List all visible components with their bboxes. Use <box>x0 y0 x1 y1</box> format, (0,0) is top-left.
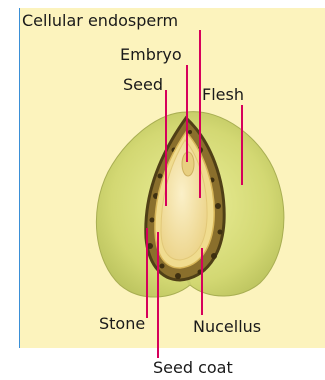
label-embryo: Embryo <box>120 46 182 64</box>
label-seed: Seed <box>123 76 163 94</box>
label-nucellus: Nucellus <box>193 318 261 336</box>
label-flesh: Flesh <box>202 86 244 104</box>
label-stone: Stone <box>99 315 145 333</box>
label-cellular-endosperm: Cellular endosperm <box>22 12 178 30</box>
label-seed-coat: Seed coat <box>153 359 233 377</box>
